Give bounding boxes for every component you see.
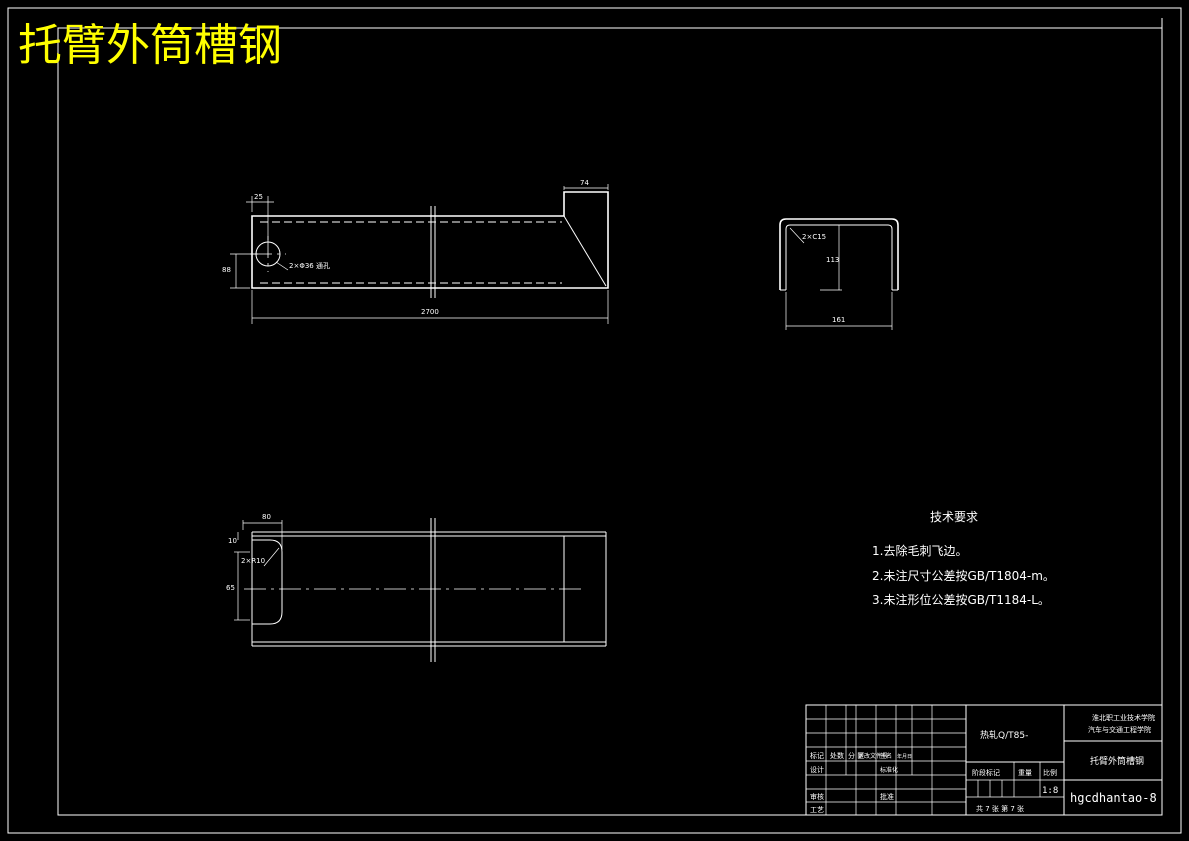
section-outer-profile bbox=[779, 218, 899, 290]
tb-label-check: 审核 bbox=[810, 792, 824, 801]
tb-label-revision: 标记 bbox=[810, 751, 824, 760]
tb-part-name: 托臂外筒槽钢 bbox=[1090, 755, 1144, 767]
tb-label-change-no: 更改文件号 bbox=[858, 752, 888, 760]
tb-label-date: 年月日 bbox=[897, 753, 912, 760]
tb-school-line-2: 汽车与交通工程学院 bbox=[1088, 725, 1151, 734]
dim-88-text: 88 bbox=[222, 266, 231, 274]
tb-scale-value: 1:8 bbox=[1042, 786, 1058, 796]
dim-25-text: 25 bbox=[254, 193, 263, 201]
top-view-slot bbox=[252, 539, 283, 625]
tb-label-weight: 重量 bbox=[1018, 769, 1032, 777]
dim-65-text: 65 bbox=[226, 584, 235, 592]
dim-2700-text: 2700 bbox=[421, 308, 439, 316]
section-view: 2×C15 113 161 bbox=[779, 218, 899, 330]
tb-label-standard: 标准化 bbox=[880, 766, 898, 774]
slot-note-text: 2×R10 bbox=[241, 557, 265, 565]
tb-label-count: 处数 bbox=[830, 751, 844, 760]
tb-sheets: 共 7 张 第 7 张 bbox=[976, 804, 1024, 813]
tb-label-process: 工艺 bbox=[810, 806, 824, 814]
tb-material: 热轧Q/T85- bbox=[980, 729, 1028, 741]
dim-74-text: 74 bbox=[580, 179, 589, 187]
tech-requirement-1: 1.去除毛刺飞边。 bbox=[872, 543, 967, 558]
front-view: 2×Φ36 通孔 25 74 88 2700 bbox=[222, 179, 609, 324]
top-view: 80 10 2×R10 65 bbox=[226, 513, 607, 662]
tb-drawing-no: hgcdhantao-8 bbox=[1070, 791, 1157, 805]
tb-label-approve: 批准 bbox=[880, 792, 894, 801]
front-hole-note: 2×Φ36 通孔 bbox=[289, 261, 330, 270]
slot-note-leader bbox=[263, 547, 280, 567]
front-hole-leader bbox=[275, 261, 289, 271]
tb-label-zone: 分 区 bbox=[848, 751, 864, 760]
tech-requirement-3: 3.未注形位公差按GB/T1184-L。 bbox=[872, 592, 1050, 607]
front-view-outline bbox=[251, 191, 609, 289]
dim-10-text: 10 bbox=[228, 537, 237, 545]
tb-label-stage: 阶段标记 bbox=[972, 768, 1000, 777]
section-chamfer-text: 2×C15 bbox=[802, 233, 826, 241]
tb-label-design: 设计 bbox=[810, 765, 824, 774]
dim-80-text: 80 bbox=[262, 513, 271, 521]
tb-label-scale: 比例 bbox=[1043, 768, 1057, 777]
title-block: 标记 处数 分 区 更改文件号 签名 年月日 设计 标准化 审核 工艺 批准 热… bbox=[805, 704, 1163, 816]
front-slope-line bbox=[563, 215, 607, 287]
frame-corner-mark bbox=[1152, 18, 1163, 29]
title-block-frame bbox=[805, 704, 1163, 816]
tb-label-sign: 签名 bbox=[880, 752, 892, 760]
tech-requirements: 技术要求 1.去除毛刺飞边。 2.未注尺寸公差按GB/T1804-m。 3.未注… bbox=[872, 510, 1055, 607]
tech-requirement-2: 2.未注尺寸公差按GB/T1804-m。 bbox=[872, 568, 1055, 583]
tech-requirements-heading: 技术要求 bbox=[930, 510, 978, 524]
tb-school-line-1: 淮北职工业技术学院 bbox=[1092, 713, 1155, 722]
inner-frame bbox=[57, 27, 1163, 816]
dim-161-text: 161 bbox=[832, 316, 845, 324]
drawing-title: 托臂外筒槽钢 bbox=[18, 20, 282, 71]
section-chamfer-leader bbox=[789, 227, 805, 244]
outer-frame bbox=[7, 7, 1182, 834]
dim-113-text: 113 bbox=[826, 256, 839, 264]
